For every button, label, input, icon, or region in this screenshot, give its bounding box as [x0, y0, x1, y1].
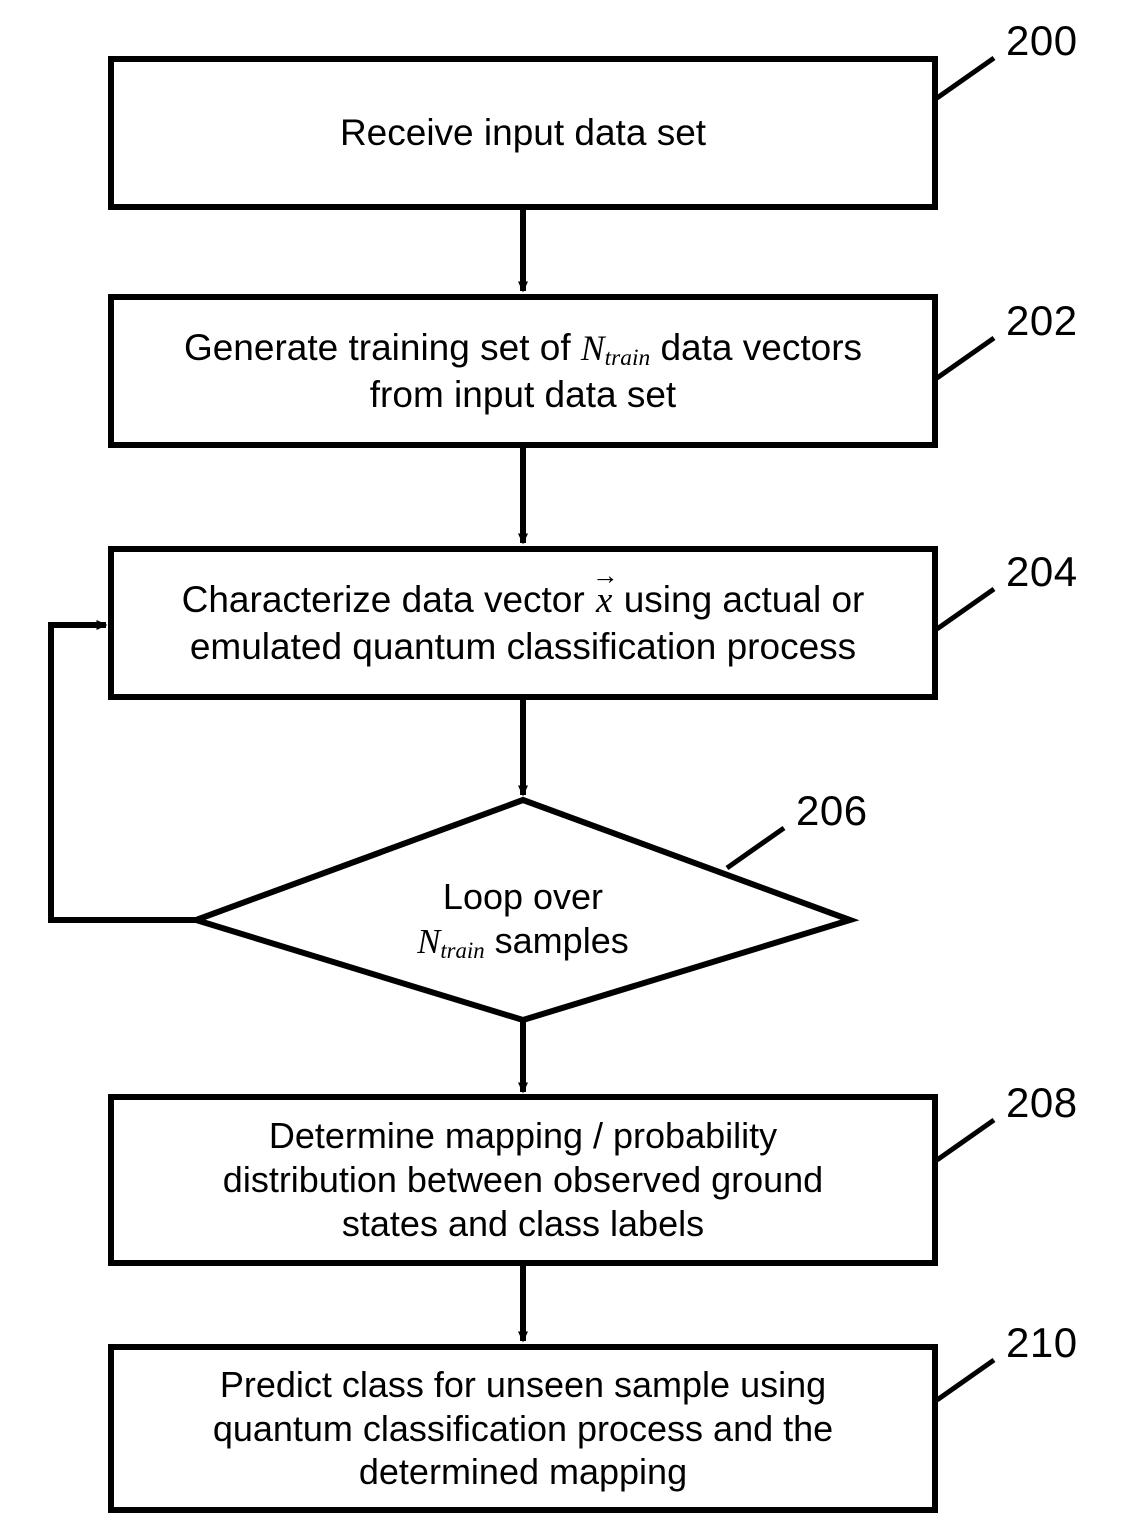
- node-box-200: [108, 56, 938, 210]
- node-box-210: [108, 1344, 938, 1513]
- reference-numeral-208: 208: [1006, 1079, 1078, 1126]
- reference-numeral-202: 202: [1006, 297, 1078, 344]
- node-box-208: [108, 1094, 938, 1266]
- leader-line-202: [935, 335, 996, 381]
- reference-numeral-210: 210: [1006, 1319, 1078, 1366]
- reference-numeral-204: 204: [1006, 548, 1078, 595]
- node-diamond-206: [186, 796, 860, 1024]
- connector-206-204-feedback: [48, 620, 196, 923]
- leader-line-208: [935, 1117, 996, 1163]
- leader-line-210: [935, 1357, 996, 1403]
- node-box-202: [108, 294, 938, 448]
- node-box-204: [108, 546, 938, 700]
- leader-line-206: [725, 825, 786, 871]
- reference-numeral-200: 200: [1006, 17, 1078, 64]
- leader-line-200: [935, 55, 996, 101]
- leader-line-204: [935, 586, 996, 632]
- reference-numeral-206: 206: [796, 787, 868, 834]
